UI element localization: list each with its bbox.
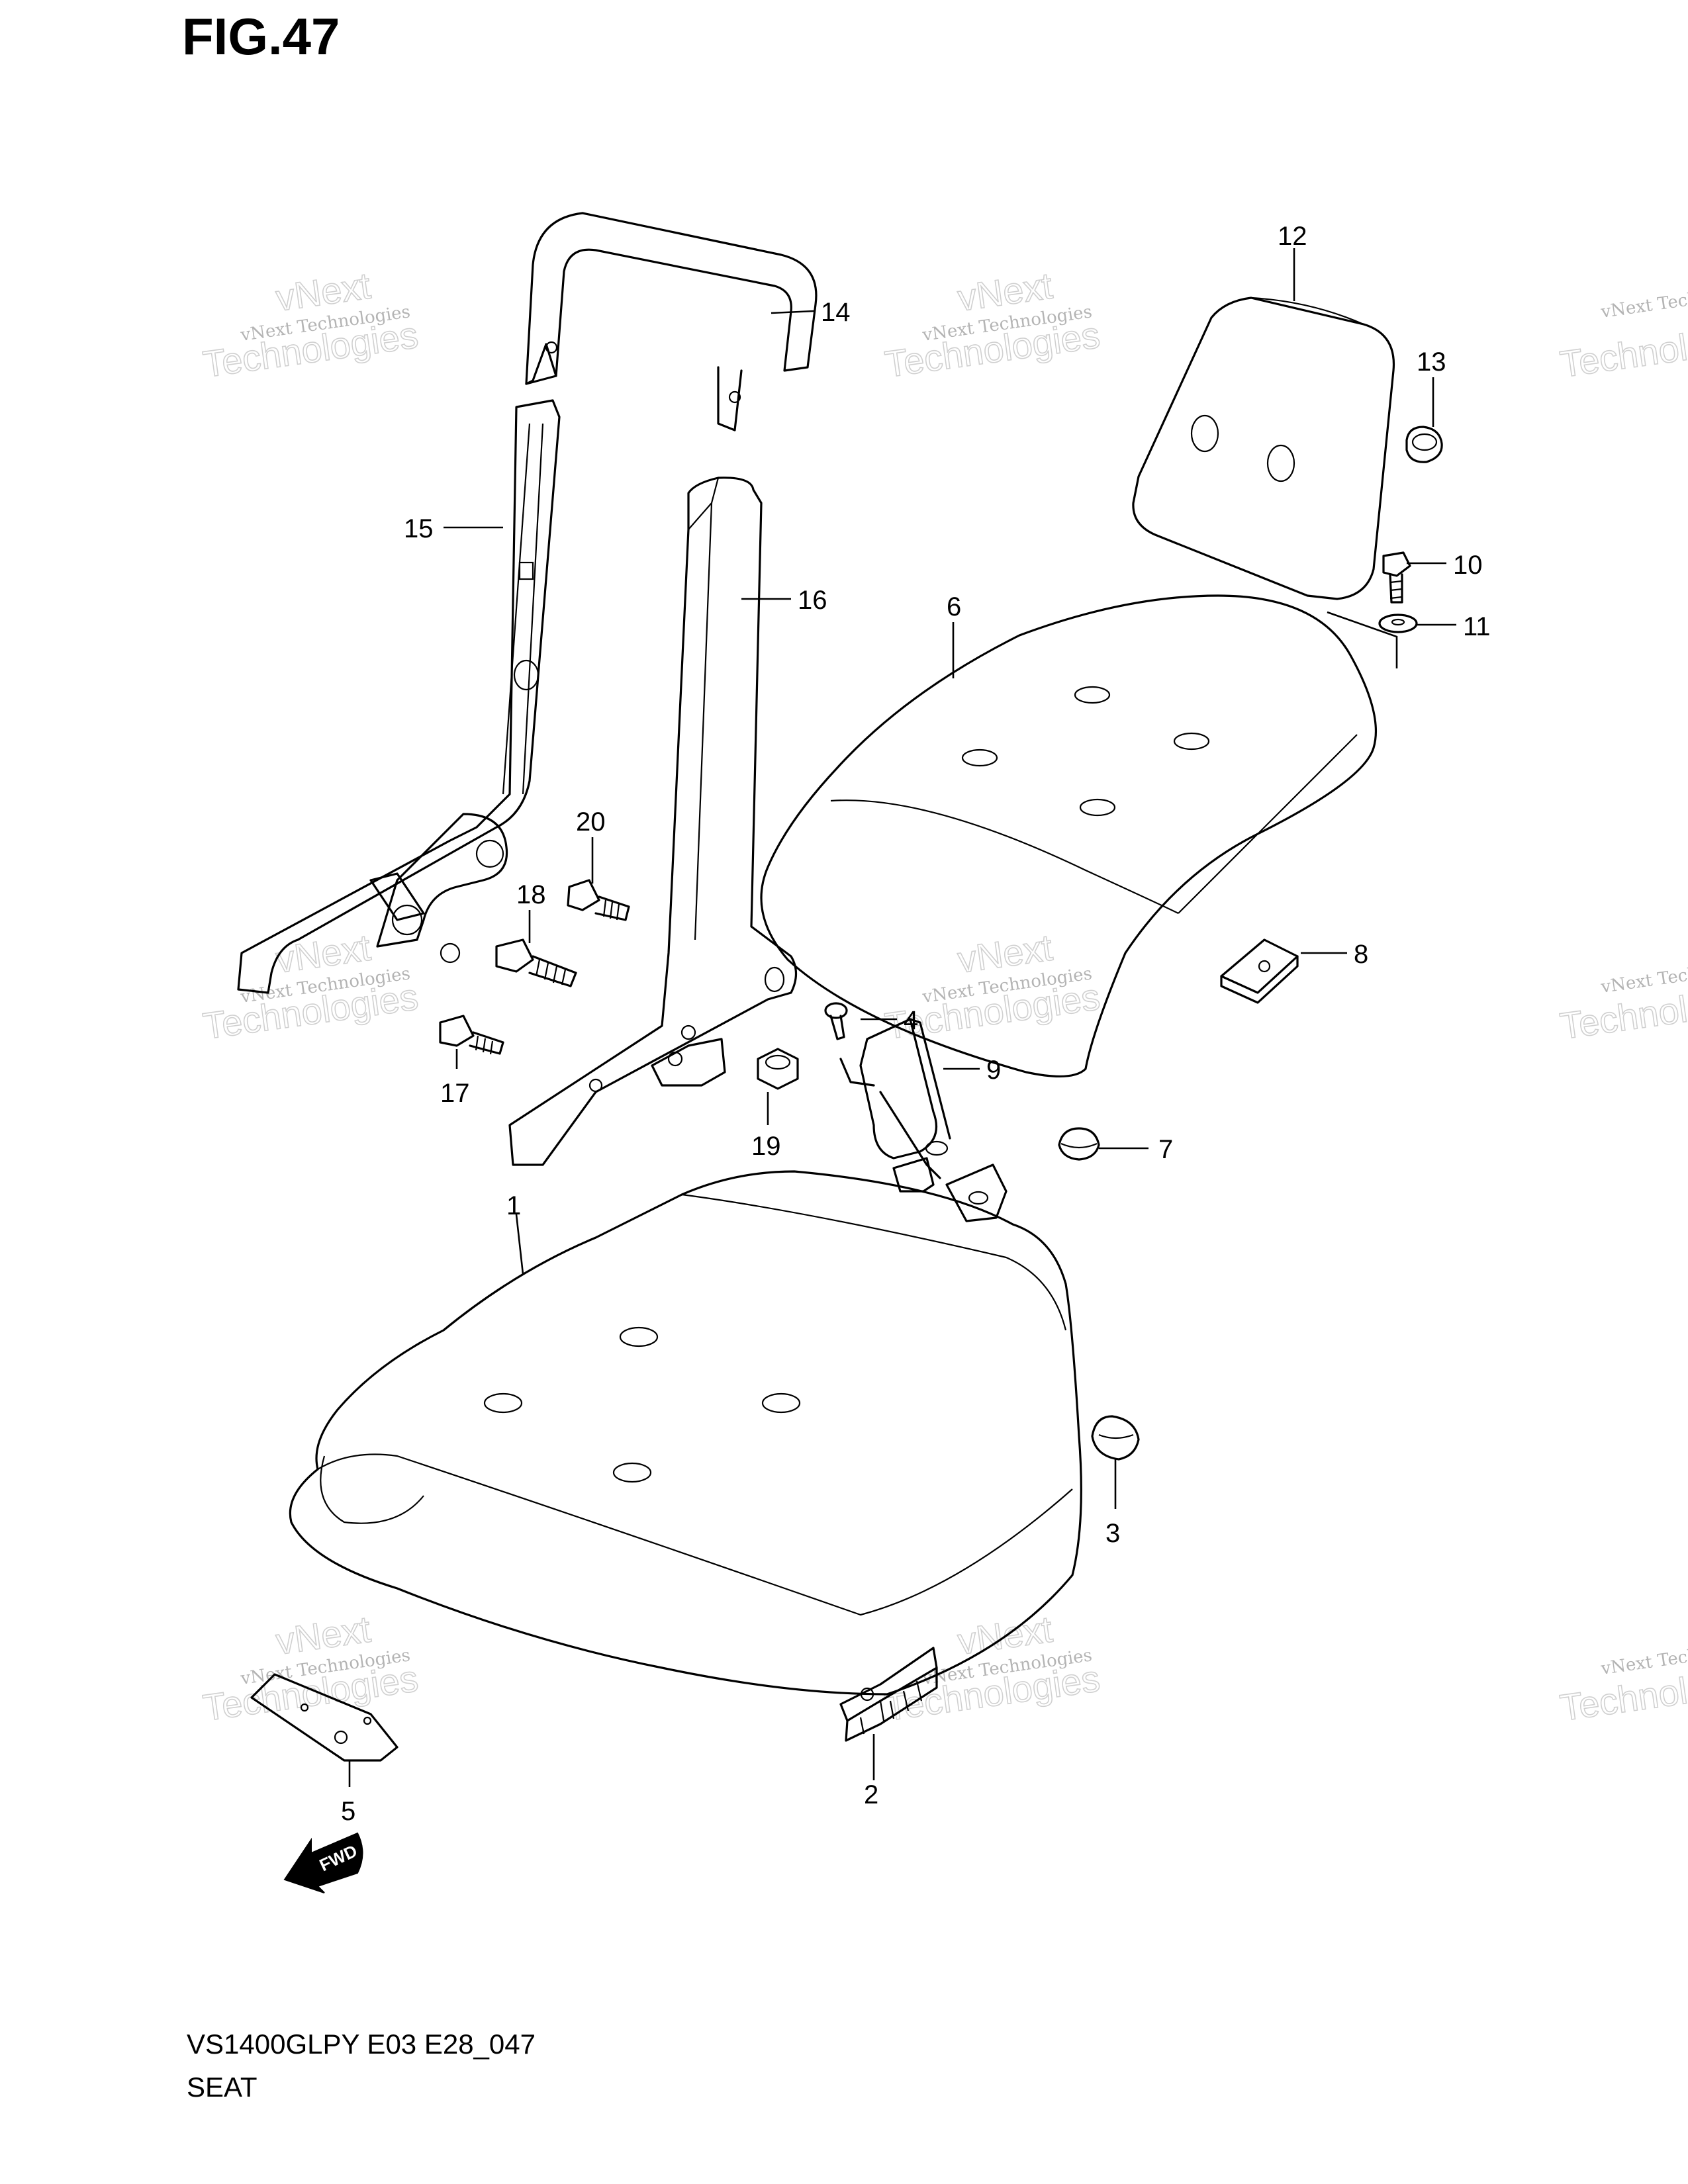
part-11-washer (1378, 614, 1418, 633)
callout-9: 9 (986, 1056, 1001, 1085)
leader-lines (348, 248, 1456, 1787)
callout-14: 14 (821, 298, 851, 327)
svg-text:Technologies: Technologies (1558, 314, 1688, 385)
forward-arrow-icon: FWD (283, 1832, 363, 1893)
callout-7: 7 (1158, 1135, 1173, 1164)
callout-4: 4 (904, 1006, 918, 1035)
watermark: vNext Technologies vNext Technologies vN… (200, 264, 1688, 1729)
watermark-bottom-right: vNext Technologies Technologies (1557, 1635, 1688, 1729)
seat-hook (892, 1157, 1008, 1222)
callout-20: 20 (576, 807, 606, 837)
part-9-bracket (839, 1018, 951, 1179)
callout-13: 13 (1417, 347, 1446, 377)
section-name: SEAT (187, 2071, 258, 2103)
part-17-bolt (439, 1015, 504, 1055)
callout-10: 10 (1453, 551, 1483, 580)
callout-5: 5 (341, 1797, 355, 1826)
part-10-bolt (1382, 551, 1411, 604)
callout-2: 2 (864, 1780, 878, 1809)
callout-12: 12 (1278, 222, 1307, 251)
callout-17: 17 (440, 1079, 470, 1108)
part-4-screw (824, 1002, 848, 1040)
part-20-bolt (567, 879, 630, 921)
figure-title: FIG.47 (182, 7, 340, 66)
callout-3: 3 (1105, 1519, 1120, 1548)
part-3-cushion (1091, 1415, 1140, 1461)
watermark-top-right: vNext Technologies Technologies (1557, 279, 1688, 385)
part-1-rider-seat (289, 1170, 1082, 1696)
callout-19: 19 (751, 1132, 781, 1161)
part-7-cushion (1058, 1127, 1100, 1161)
watermark-bottom-left: vNext Technologies vNext Technologies (200, 1608, 421, 1729)
part-12-backrest-pad (1132, 296, 1395, 600)
part-13-grommet (1405, 426, 1443, 463)
part-14-handle (525, 212, 818, 432)
callout-labels: 1 2 3 4 5 6 7 8 9 10 11 12 13 14 15 16 1… (341, 222, 1491, 1826)
watermark-top-left: vNext Technologies vNext Technologies (200, 264, 421, 386)
watermark-bottom-center: vNext Technologies vNext Technologies (882, 1608, 1103, 1729)
watermark-middle-right: vNext Technologies Technologies (1557, 954, 1688, 1047)
part-5-plate (250, 1673, 399, 1762)
model-code: VS1400GLPY E03 E28_047 (187, 2028, 536, 2060)
callout-11: 11 (1463, 612, 1491, 641)
part-6-passenger-seat (760, 594, 1378, 1077)
callout-1: 1 (506, 1191, 521, 1220)
callout-16: 16 (798, 586, 827, 615)
part-18-bolt (495, 938, 577, 987)
callout-15: 15 (404, 514, 434, 543)
callout-8: 8 (1354, 940, 1368, 969)
part-8-plate (1220, 938, 1299, 1004)
svg-text:vNext Technologies: vNext Technologies (1599, 279, 1688, 322)
callout-18: 18 (516, 880, 546, 909)
part-16-right-stay (508, 477, 798, 1166)
callout-6: 6 (947, 592, 961, 621)
part-2-bumper (839, 1647, 938, 1742)
watermark-top-center: vNext Technologies vNext Technologies (882, 264, 1103, 386)
part-15-left-stay (237, 399, 561, 994)
part-19-nut (757, 1048, 799, 1090)
